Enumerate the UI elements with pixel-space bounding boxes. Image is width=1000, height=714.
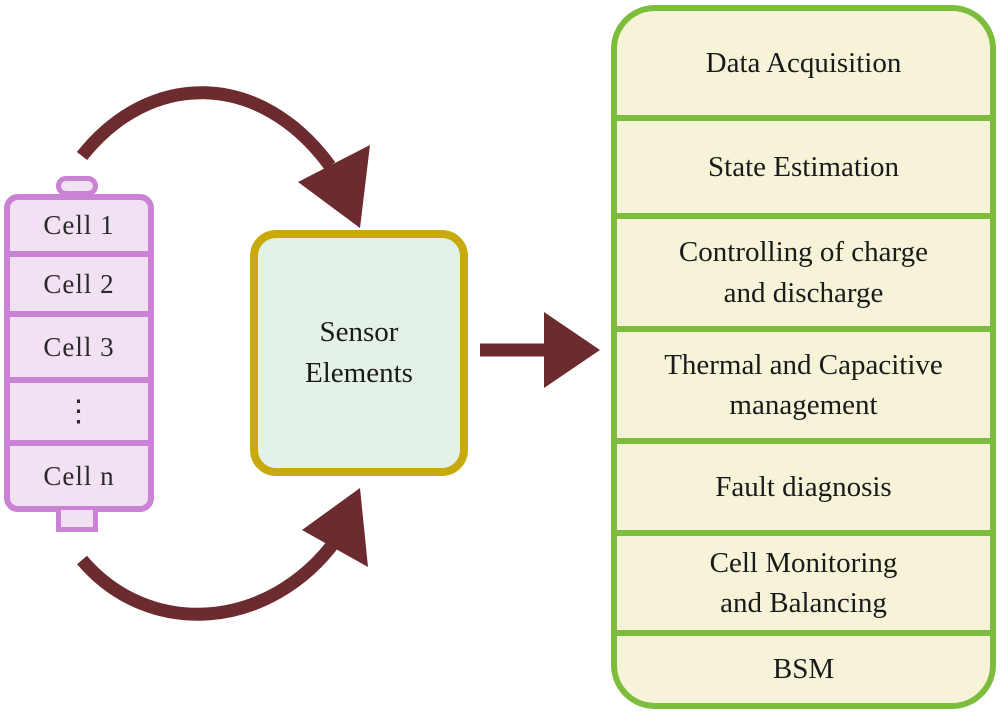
function-fault-diagnosis: Fault diagnosis xyxy=(617,438,990,530)
function-label: Fault diagnosis xyxy=(715,470,892,503)
function-label-line2: management xyxy=(729,389,878,421)
battery-terminal-top xyxy=(56,176,98,196)
function-label-line2: and discharge xyxy=(723,276,884,309)
function-label-line1: Controlling of charge xyxy=(678,236,929,269)
function-label: BSM xyxy=(772,653,835,686)
function-bsm: BSM xyxy=(617,630,990,703)
sensor-elements-box: Sensor Elements xyxy=(250,230,468,476)
arrowhead-bottom xyxy=(302,488,368,567)
function-label: Data Acquisition xyxy=(705,46,902,79)
battery-to-sensor-curve-bottom xyxy=(77,536,342,621)
battery-cell-1: Cell 1 xyxy=(43,210,115,241)
battery-terminal-bottom xyxy=(56,510,98,532)
battery-pack: Cell 1 Cell 2 Cell 3 ⋮ Cell n xyxy=(4,194,154,512)
sensor-label-line2: Elements xyxy=(305,357,413,389)
function-label: State Estimation xyxy=(708,150,899,183)
bms-functions-stack: Data Acquisition State Estimation Contro… xyxy=(611,5,996,709)
arrowhead-right xyxy=(544,312,600,388)
function-label-line1: Cell Monitoring xyxy=(709,546,898,579)
function-charge-discharge-control: Controlling of charge and discharge xyxy=(617,213,990,326)
function-data-acquisition: Data Acquisition xyxy=(617,11,990,115)
function-cell-monitoring-balancing: Cell Monitoring and Balancing xyxy=(617,530,990,630)
function-thermal-capacitive-management: Thermal and Capacitive management xyxy=(617,326,990,438)
battery-to-sensor-curve-top xyxy=(76,86,336,170)
arrowhead-top xyxy=(298,145,370,228)
battery-cell-2: Cell 2 xyxy=(10,251,148,311)
sensor-label-line1: Sensor xyxy=(319,316,399,349)
function-state-estimation: State Estimation xyxy=(617,115,990,213)
battery-cell-ellipsis: ⋮ xyxy=(10,377,148,440)
function-label-line2: and Balancing xyxy=(720,587,887,619)
battery-cell-3: Cell 3 xyxy=(10,311,148,377)
battery-cell-n: Cell n xyxy=(10,440,148,506)
function-label-line1: Thermal and Capacitive xyxy=(664,348,943,381)
